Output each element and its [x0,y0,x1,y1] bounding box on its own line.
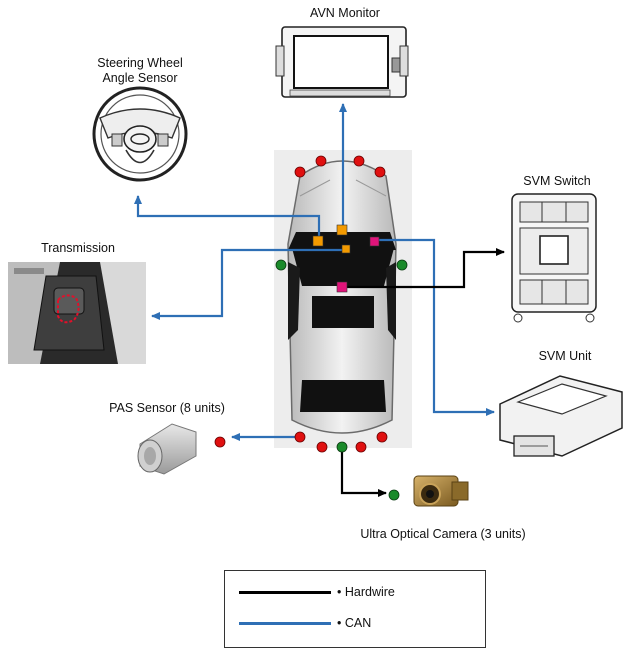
transmission-label: Transmission [41,241,115,255]
steering-sensor-label-line2: Angle Sensor [102,71,178,85]
pas-dot-front-2 [315,155,327,167]
pas-sensor-image [137,423,197,475]
pas-sensor-label: PAS Sensor (8 units) [109,401,225,415]
hardwire-line-camera [340,447,387,497]
camera-dot-legend [388,489,400,501]
hardwire-connections [340,248,505,497]
module-steering-can [312,235,324,247]
svm-switch-image [511,193,597,323]
svm-unit-image [499,375,623,457]
pas-dot-front-3 [353,155,365,167]
svm-unit-label: SVM Unit [538,349,592,363]
pas-dot-rear-4 [376,431,388,443]
steering-sensor-label-line1: Steering Wheel [97,56,183,70]
pas-dot-rear-3 [355,441,367,453]
pas-sensor-dots [214,155,388,453]
legend-can-label: • CAN [337,616,372,630]
module-avn-can [336,224,348,236]
legend-hardwire: • Hardwire [239,584,395,600]
pas-dot-rear-2 [316,441,328,453]
pas-dot-front-4 [374,166,386,178]
pas-dot-front-1 [294,166,306,178]
module-svm-unit-can [369,236,380,247]
car-modules [312,224,380,293]
hardwire-line-svm-switch [342,248,505,289]
pas-dot-legend [214,436,226,448]
car-top-view [287,160,397,434]
camera-dot-rear [336,441,348,453]
avn-monitor-label: AVN Monitor [310,6,380,20]
legend-can-line [239,621,331,625]
legend-can: • CAN [239,615,371,631]
camera-dot-left [275,259,287,271]
camera-dots [275,259,408,501]
transmission-image [8,262,146,364]
can-line-steering [134,195,321,240]
can-line-transmission [151,248,346,320]
legend-hardwire-label: • Hardwire [337,585,395,599]
avn-monitor-image [275,26,409,98]
camera-label: Ultra Optical Camera (3 units) [360,527,526,541]
steering-wheel-image [92,86,188,182]
pas-dot-rear-1 [294,431,306,443]
camera-image [413,475,469,507]
module-transmission-can [341,244,351,254]
svm-switch-label: SVM Switch [523,174,591,188]
legend-hardwire-line [239,590,331,594]
can-connections [134,103,495,441]
legend: • Hardwire • CAN [224,570,486,648]
camera-dot-right [396,259,408,271]
module-svm-switch [336,281,348,293]
can-line-svm-unit [375,238,495,416]
